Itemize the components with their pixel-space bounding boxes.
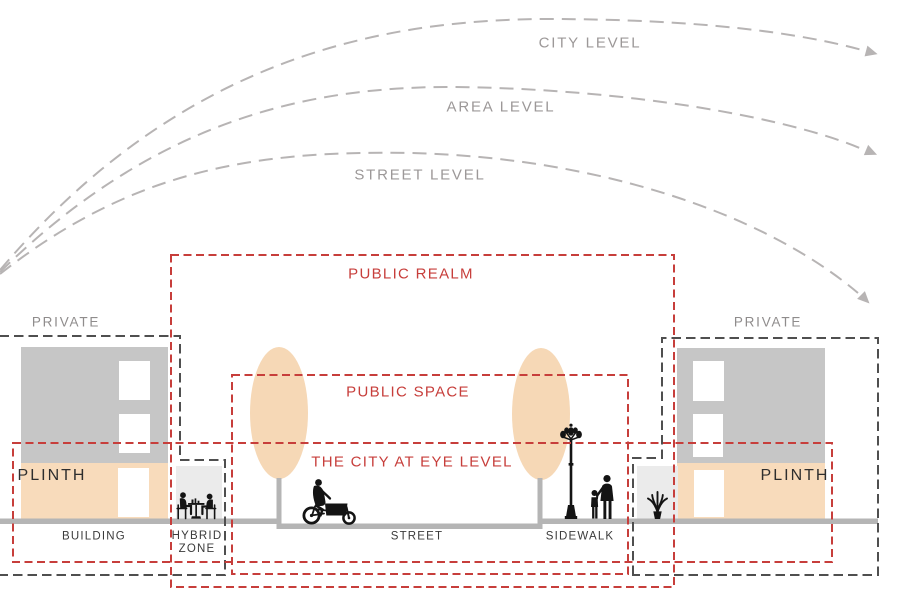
public-space-box [231,374,629,575]
tree-icon [250,347,308,479]
window [693,361,724,401]
ground-street [279,523,540,529]
street-lamp-icon [560,423,582,519]
arrowhead-icon [864,45,878,57]
tree-trunk [537,478,543,529]
street-label: STREET [390,530,444,543]
eye-level-label: THE CITY AT EYE LEVEL [311,453,513,471]
public-realm-box [170,254,675,588]
hybrid-zone-label-line1: HYBRID [171,530,223,542]
arrowhead-icon [863,144,878,156]
public-realm-label: PUBLIC REALM [348,265,474,283]
private-label-left: PRIVATE [31,314,101,330]
potted-plant-icon [647,491,668,519]
tree-trunk [276,478,282,529]
area-level-label: AREA LEVEL [446,98,556,116]
adult-child-walking-icon [591,475,614,519]
cargo-bike-rider-icon [302,479,356,525]
plinth-label-left: PLINTH [17,467,87,484]
hybrid-zone-label: HYBRID ZONE [172,530,223,556]
ground-sidewalk-left [0,518,279,524]
cafe-table-people-icon [176,492,217,520]
area-level-arc [0,85,863,273]
city-level-arc [0,17,863,271]
private-label-right: PRIVATE [733,314,803,330]
private-boundary-left [0,335,226,576]
eye-level-box [12,442,833,563]
public-space-label: PUBLIC SPACE [346,383,470,401]
hybrid-zone-label-line2: ZONE [178,543,216,555]
window [693,414,723,457]
building-label: BUILDING [62,530,126,543]
street-level-label: STREET LEVEL [354,166,486,184]
door [118,468,149,517]
ground-sidewalk-right [538,518,878,524]
arrowhead-icon [857,291,870,304]
door [694,470,724,517]
window [119,361,150,400]
city-level-label: CITY LEVEL [538,34,642,52]
plinth-label-right: PLINTH [760,467,830,484]
sidewalk-label: SIDEWALK [545,530,615,543]
tree-icon [512,348,570,480]
window [119,414,150,453]
private-boundary-right [632,337,879,576]
